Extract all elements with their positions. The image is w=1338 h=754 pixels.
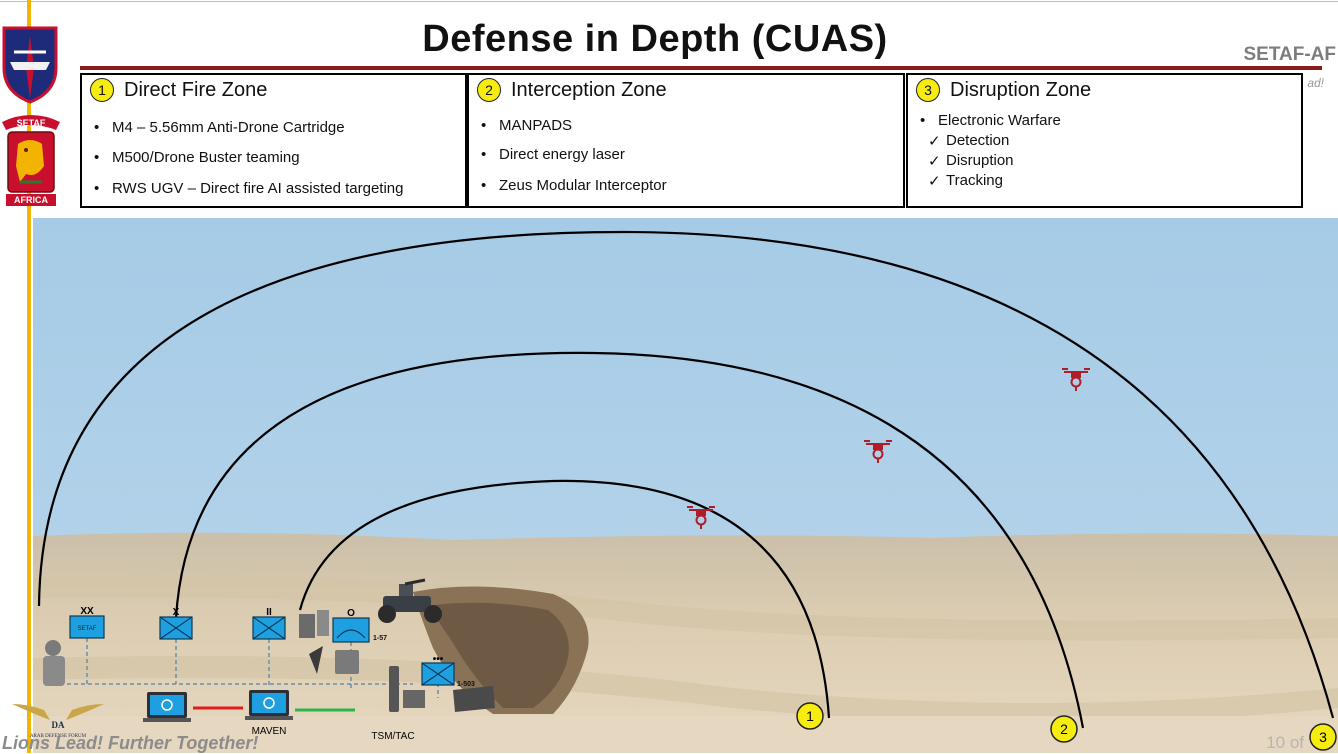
zone-check-item: Detection xyxy=(928,132,1061,152)
badge-top-text: SETAF xyxy=(17,118,46,128)
ugv-robot-icon xyxy=(378,578,442,623)
radio-equipment-icon xyxy=(389,666,495,712)
arc-marker-label: 2 xyxy=(1060,721,1068,737)
zone-item: M500/Drone Buster teaming xyxy=(94,149,404,180)
zone-item: MANPADS xyxy=(481,117,667,146)
zone-item-list: MANPADS Direct energy laser Zeus Modular… xyxy=(481,117,667,194)
title-underline xyxy=(80,66,1322,70)
missile-launcher-icon xyxy=(299,610,359,674)
left-gold-rule xyxy=(27,0,31,753)
badge-bottom-text: AFRICA xyxy=(14,195,48,205)
unit-echelon-label: O xyxy=(347,608,355,619)
zone-item-list: Electronic Warfare Detection Disruption … xyxy=(920,112,1061,190)
forum-text: ARAB DEFENSE FORUM xyxy=(30,734,87,739)
unit-name-label: SETAF xyxy=(78,626,97,632)
page-number: 10 of xyxy=(1266,733,1304,752)
setaf-shield-icon xyxy=(2,26,58,104)
zone-heading: 2 Interception Zone xyxy=(477,78,667,102)
direct-fire-zone-arc xyxy=(298,479,831,719)
zone-check-item: Disruption xyxy=(928,152,1061,172)
maven-label: MAVEN xyxy=(252,726,287,737)
unit-echelon-label: X xyxy=(173,607,180,618)
page-title: Defense in Depth (CUAS) xyxy=(422,18,888,60)
interception-zone-arc xyxy=(174,351,1085,729)
zone-heading: 1 Direct Fire Zone xyxy=(90,78,267,102)
zone-heading: 3 Disruption Zone xyxy=(916,78,1091,102)
arc-marker-3: 3 xyxy=(1309,723,1337,751)
arab-defense-forum-logo: DA ARAB DEFENSE FORUM xyxy=(12,704,104,739)
zone-title: Disruption Zone xyxy=(950,78,1092,101)
unit-echelon-label: II xyxy=(266,607,272,618)
org-tag: SETAF-AF xyxy=(1243,44,1336,65)
unit-name-label: 1-57 xyxy=(373,635,387,642)
unit-echelon-label: ••• xyxy=(433,654,444,665)
laptop-c2-icon xyxy=(142,691,192,723)
zone-number-badge: 2 xyxy=(477,78,501,102)
maven-laptop-icon xyxy=(244,689,294,721)
unit-echelon-label: XX xyxy=(80,606,94,617)
unit-name-label: 1-503 xyxy=(457,681,475,688)
disruption-zone-arc xyxy=(37,230,1335,719)
soldier-icon xyxy=(43,640,65,686)
zone-item: Direct energy laser xyxy=(481,146,667,177)
arc-marker-2: 2 xyxy=(1050,715,1078,743)
zone-item: RWS UGV – Direct fire AI assisted target… xyxy=(94,180,404,197)
zone-item: Electronic Warfare xyxy=(920,112,1061,132)
org-motto-fragment: ad! xyxy=(1307,76,1324,90)
unit-symbol-company xyxy=(421,662,455,686)
zone-number-badge: 1 xyxy=(90,78,114,102)
zone-item: Zeus Modular Interceptor xyxy=(481,177,667,194)
zone-title: Direct Fire Zone xyxy=(124,78,268,101)
arc-marker-1: 1 xyxy=(796,702,824,730)
zone-box-disruption: 3 Disruption Zone Electronic Warfare Dete… xyxy=(906,73,1303,208)
footer-motto: Lions Lead! Further Together! xyxy=(2,733,259,753)
zone-box-direct-fire: 1 Direct Fire Zone M4 – 5.56mm Anti-Drone… xyxy=(80,73,467,208)
zone-title: Interception Zone xyxy=(511,78,667,101)
zone-check-item: Tracking xyxy=(928,172,1061,190)
unit-symbol-setaf xyxy=(69,615,105,639)
zone-item-list: M4 – 5.56mm Anti-Drone Cartridge M500/Dr… xyxy=(94,119,404,197)
setaf-africa-badge-icon: SETAF AFRICA xyxy=(2,115,60,206)
defense-scene: XX SETAF X II O 1-57 ••• 1-503 MAVEN TSM… xyxy=(33,218,1338,753)
arc-marker-label: 1 xyxy=(806,708,814,724)
tsm-label: TSM/TAC xyxy=(371,731,414,742)
unit-symbol-battalion xyxy=(252,616,286,640)
zone-box-interception: 2 Interception Zone MANPADS Direct energy… xyxy=(467,73,905,208)
unit-symbol-brigade xyxy=(159,616,193,640)
zone-item: M4 – 5.56mm Anti-Drone Cartridge xyxy=(94,119,404,149)
zone-number-badge: 3 xyxy=(916,78,940,102)
forum-mark: DA xyxy=(52,720,65,730)
top-border xyxy=(0,1,1338,2)
arc-marker-label: 3 xyxy=(1319,729,1327,745)
